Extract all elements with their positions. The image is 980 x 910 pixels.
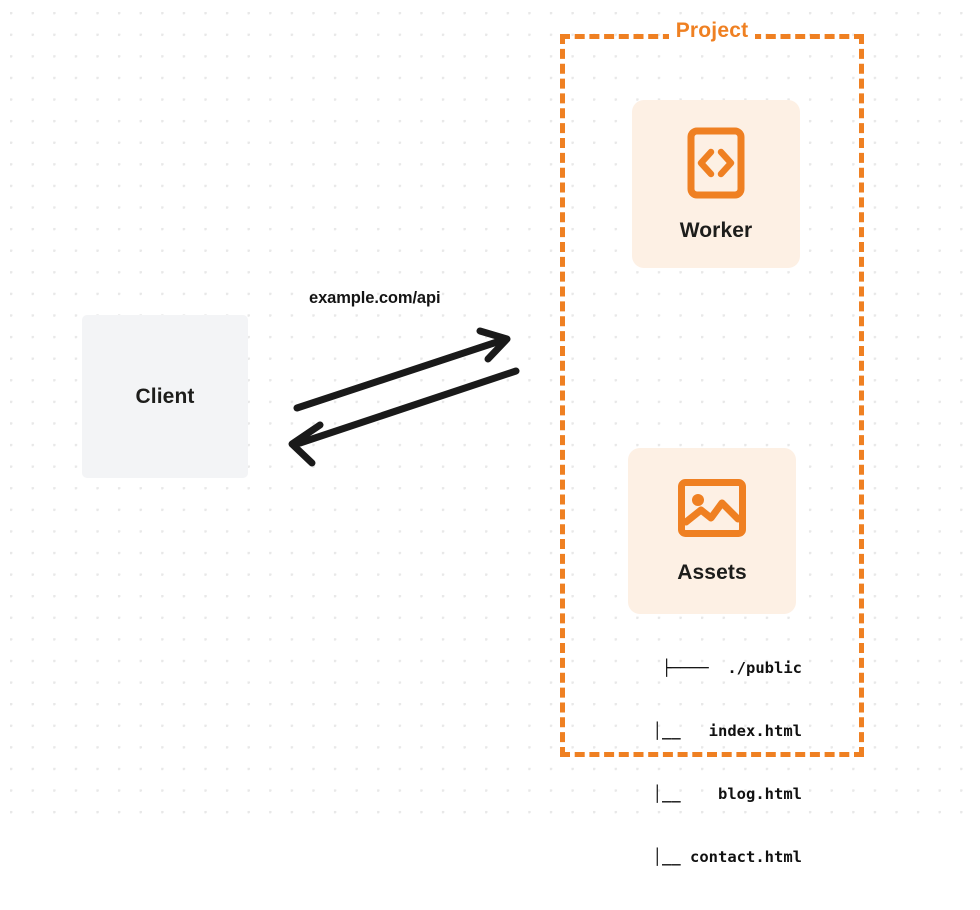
file-tree-line: ├──── ./public bbox=[662, 659, 802, 677]
assets-label: Assets bbox=[677, 560, 747, 584]
project-title-text: Project bbox=[668, 19, 756, 42]
image-icon bbox=[677, 478, 747, 543]
assets-card[interactable]: Assets bbox=[628, 448, 796, 614]
file-tree-line: │__ index.html bbox=[624, 722, 802, 740]
code-brackets-icon bbox=[686, 126, 746, 205]
request-arrow bbox=[293, 327, 511, 412]
client-label: Client bbox=[135, 384, 195, 408]
worker-card[interactable]: Worker bbox=[632, 100, 800, 268]
file-tree-line: │__ contact.html bbox=[624, 848, 802, 866]
worker-label: Worker bbox=[679, 218, 753, 242]
response-arrow bbox=[288, 367, 520, 467]
file-tree-line: │__ blog.html bbox=[624, 785, 802, 803]
client-node[interactable]: Client bbox=[82, 315, 248, 478]
project-title: Project bbox=[560, 19, 864, 43]
connection-label: example.com/api bbox=[309, 289, 441, 307]
assets-file-tree: ├──── ./public │__ index.html │__ blog.h… bbox=[604, 616, 802, 910]
diagram-canvas: Client example.com/api Project Worker bbox=[0, 0, 980, 866]
